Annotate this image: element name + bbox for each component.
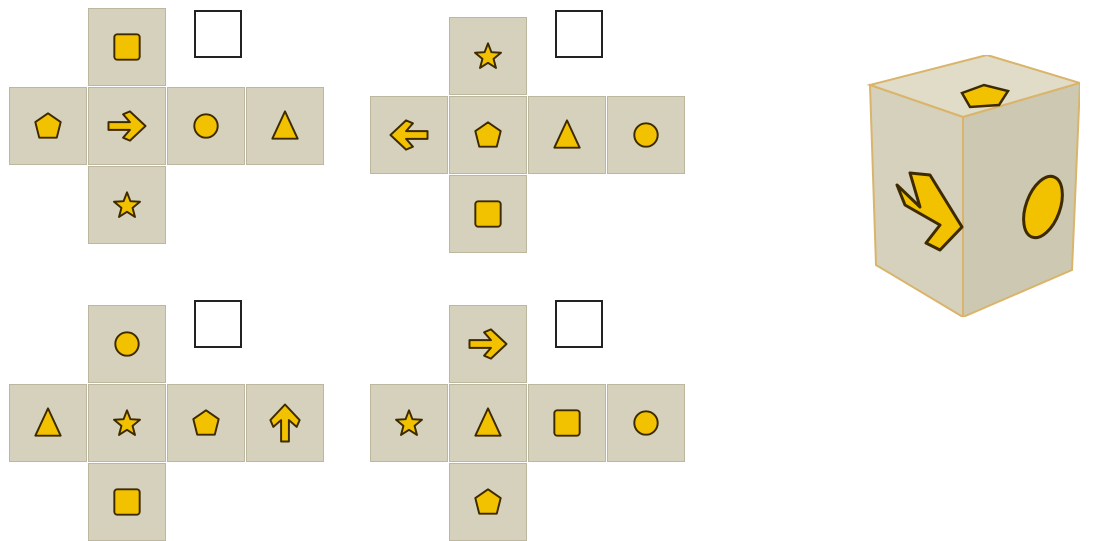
circle-icon bbox=[89, 306, 165, 382]
circle-icon bbox=[168, 88, 244, 164]
net-face-arrow-right bbox=[88, 87, 166, 165]
square-icon bbox=[89, 464, 165, 540]
net-face-triangle bbox=[246, 87, 324, 165]
net-face-pentagon bbox=[9, 87, 87, 165]
net-face-circle bbox=[88, 305, 166, 383]
net-face-circle bbox=[167, 87, 245, 165]
arrow-right-icon bbox=[89, 88, 165, 164]
cube-left-face bbox=[870, 85, 963, 317]
net-face-arrow-up bbox=[246, 384, 324, 462]
net-face-arrow-left bbox=[370, 96, 448, 174]
pentagon-icon bbox=[450, 464, 526, 540]
square-icon bbox=[529, 385, 605, 461]
net-face-triangle bbox=[528, 96, 606, 174]
star-icon bbox=[371, 385, 447, 461]
net-face-triangle bbox=[9, 384, 87, 462]
circle-icon bbox=[608, 385, 684, 461]
net-face-pentagon bbox=[449, 96, 527, 174]
net-face-square bbox=[88, 463, 166, 541]
answer-checkbox-d[interactable] bbox=[555, 300, 603, 348]
arrow-up-icon bbox=[247, 385, 323, 461]
net-face-star bbox=[88, 384, 166, 462]
triangle-icon bbox=[247, 88, 323, 164]
net-face-arrow-right bbox=[449, 305, 527, 383]
net-face-square bbox=[449, 175, 527, 253]
net-face-triangle bbox=[449, 384, 527, 462]
pentagon-icon bbox=[10, 88, 86, 164]
net-face-square bbox=[88, 8, 166, 86]
net-face-circle bbox=[607, 96, 685, 174]
net-face-square bbox=[528, 384, 606, 462]
triangle-icon bbox=[450, 385, 526, 461]
net-face-star bbox=[449, 17, 527, 95]
answer-checkbox-c[interactable] bbox=[194, 300, 242, 348]
net-face-star bbox=[88, 166, 166, 244]
answer-checkbox-a[interactable] bbox=[194, 10, 242, 58]
net-face-pentagon bbox=[449, 463, 527, 541]
reference-cube bbox=[850, 55, 1080, 317]
square-icon bbox=[89, 9, 165, 85]
triangle-icon bbox=[529, 97, 605, 173]
pentagon-icon bbox=[168, 385, 244, 461]
net-b bbox=[370, 17, 688, 255]
star-icon bbox=[89, 385, 165, 461]
circle-icon bbox=[608, 97, 684, 173]
net-a bbox=[9, 8, 327, 246]
answer-checkbox-b[interactable] bbox=[555, 10, 603, 58]
star-icon bbox=[89, 167, 165, 243]
triangle-icon bbox=[10, 385, 86, 461]
net-face-circle bbox=[607, 384, 685, 462]
arrow-left-icon bbox=[371, 97, 447, 173]
net-face-pentagon bbox=[167, 384, 245, 462]
square-icon bbox=[450, 176, 526, 252]
star-icon bbox=[450, 18, 526, 94]
pentagon-icon bbox=[450, 97, 526, 173]
net-face-star bbox=[370, 384, 448, 462]
net-c bbox=[9, 305, 327, 539]
net-d bbox=[370, 305, 688, 539]
arrow-right-icon bbox=[450, 306, 526, 382]
